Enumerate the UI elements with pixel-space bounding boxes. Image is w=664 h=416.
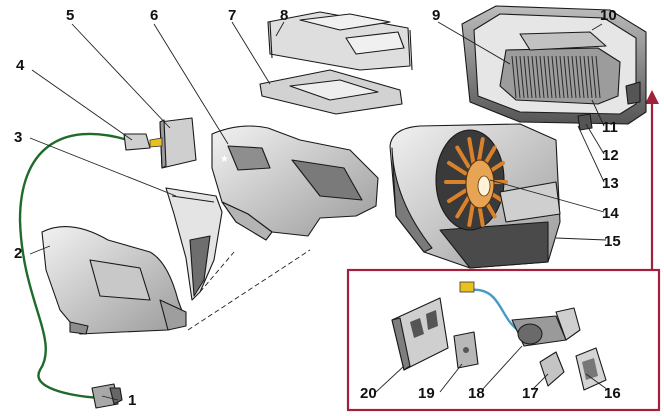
part-heater-housing	[461, 5, 647, 131]
inset-part-19	[453, 331, 479, 369]
part-blower-housing	[389, 123, 561, 269]
callout-15: 15	[604, 233, 621, 250]
radiator-fin	[519, 55, 525, 99]
radiator-fin	[511, 55, 517, 99]
callout-2: 2	[14, 245, 22, 262]
radiator-fin	[515, 55, 521, 99]
radiator-fin	[587, 55, 593, 99]
inset-part-20	[391, 297, 449, 371]
radiator-fin	[567, 55, 573, 99]
part-filter-panels	[259, 11, 413, 115]
part-bracket	[165, 187, 223, 301]
radiator-fin	[547, 55, 553, 99]
radiator-fin	[583, 55, 589, 99]
radiator-fin	[555, 55, 561, 99]
radiator-fin	[559, 55, 565, 99]
part-connector-cable	[18, 132, 163, 409]
radiator-fin	[523, 55, 529, 99]
fan-blade	[467, 137, 476, 165]
part-air-duct: ★	[211, 125, 379, 241]
fan-blade	[455, 195, 471, 219]
callout-11: 11	[602, 119, 618, 136]
radiator-fin	[579, 55, 585, 99]
radiator-fin	[535, 55, 541, 99]
callout-6: 6	[150, 7, 158, 24]
assembly-lines	[187, 249, 311, 331]
callout-20: 20	[360, 385, 377, 402]
callout-8: 8	[280, 7, 288, 24]
callout-5: 5	[66, 7, 74, 24]
callout-12: 12	[602, 147, 619, 164]
radiator-fin	[591, 55, 597, 99]
radiator-fin	[575, 55, 581, 99]
radiator-fin	[563, 55, 569, 99]
radiator-fin	[539, 55, 545, 99]
fan-blade	[447, 160, 468, 176]
callout-4: 4	[16, 57, 25, 74]
callout-7: 7	[228, 7, 236, 24]
radiator-fin	[527, 55, 533, 99]
radiator-fin	[531, 55, 537, 99]
fan-blade	[476, 137, 485, 165]
callout-16: 16	[604, 385, 621, 402]
callout-13: 13	[602, 175, 619, 192]
radiator-fin	[543, 55, 549, 99]
fan-blade	[447, 188, 468, 204]
svg-text:★: ★	[220, 154, 229, 165]
fan-blade	[455, 145, 471, 169]
inset-part-16	[575, 347, 607, 391]
radiator-fin	[551, 55, 557, 99]
radiator-fin	[595, 55, 601, 99]
fan-blade	[467, 199, 476, 227]
inset-part-17	[539, 351, 565, 387]
callout-labels: 1 2 3 4 5 6 7 8 9 10 11 12 13 14 15 16 1…	[14, 7, 621, 409]
radiator-fin	[571, 55, 577, 99]
callout-19: 19	[418, 385, 435, 402]
leader-lines	[29, 21, 609, 401]
inset-frame	[346, 90, 661, 412]
callout-1: 1	[128, 392, 136, 409]
part-lower-casing	[41, 226, 187, 335]
callout-10: 10	[600, 7, 617, 24]
callout-9: 9	[432, 7, 440, 24]
part-flap	[159, 117, 197, 169]
callout-3: 3	[14, 129, 22, 146]
callout-18: 18	[468, 385, 485, 402]
callout-17: 17	[522, 385, 539, 402]
inset-part-18	[459, 281, 581, 347]
callout-14: 14	[602, 205, 619, 222]
